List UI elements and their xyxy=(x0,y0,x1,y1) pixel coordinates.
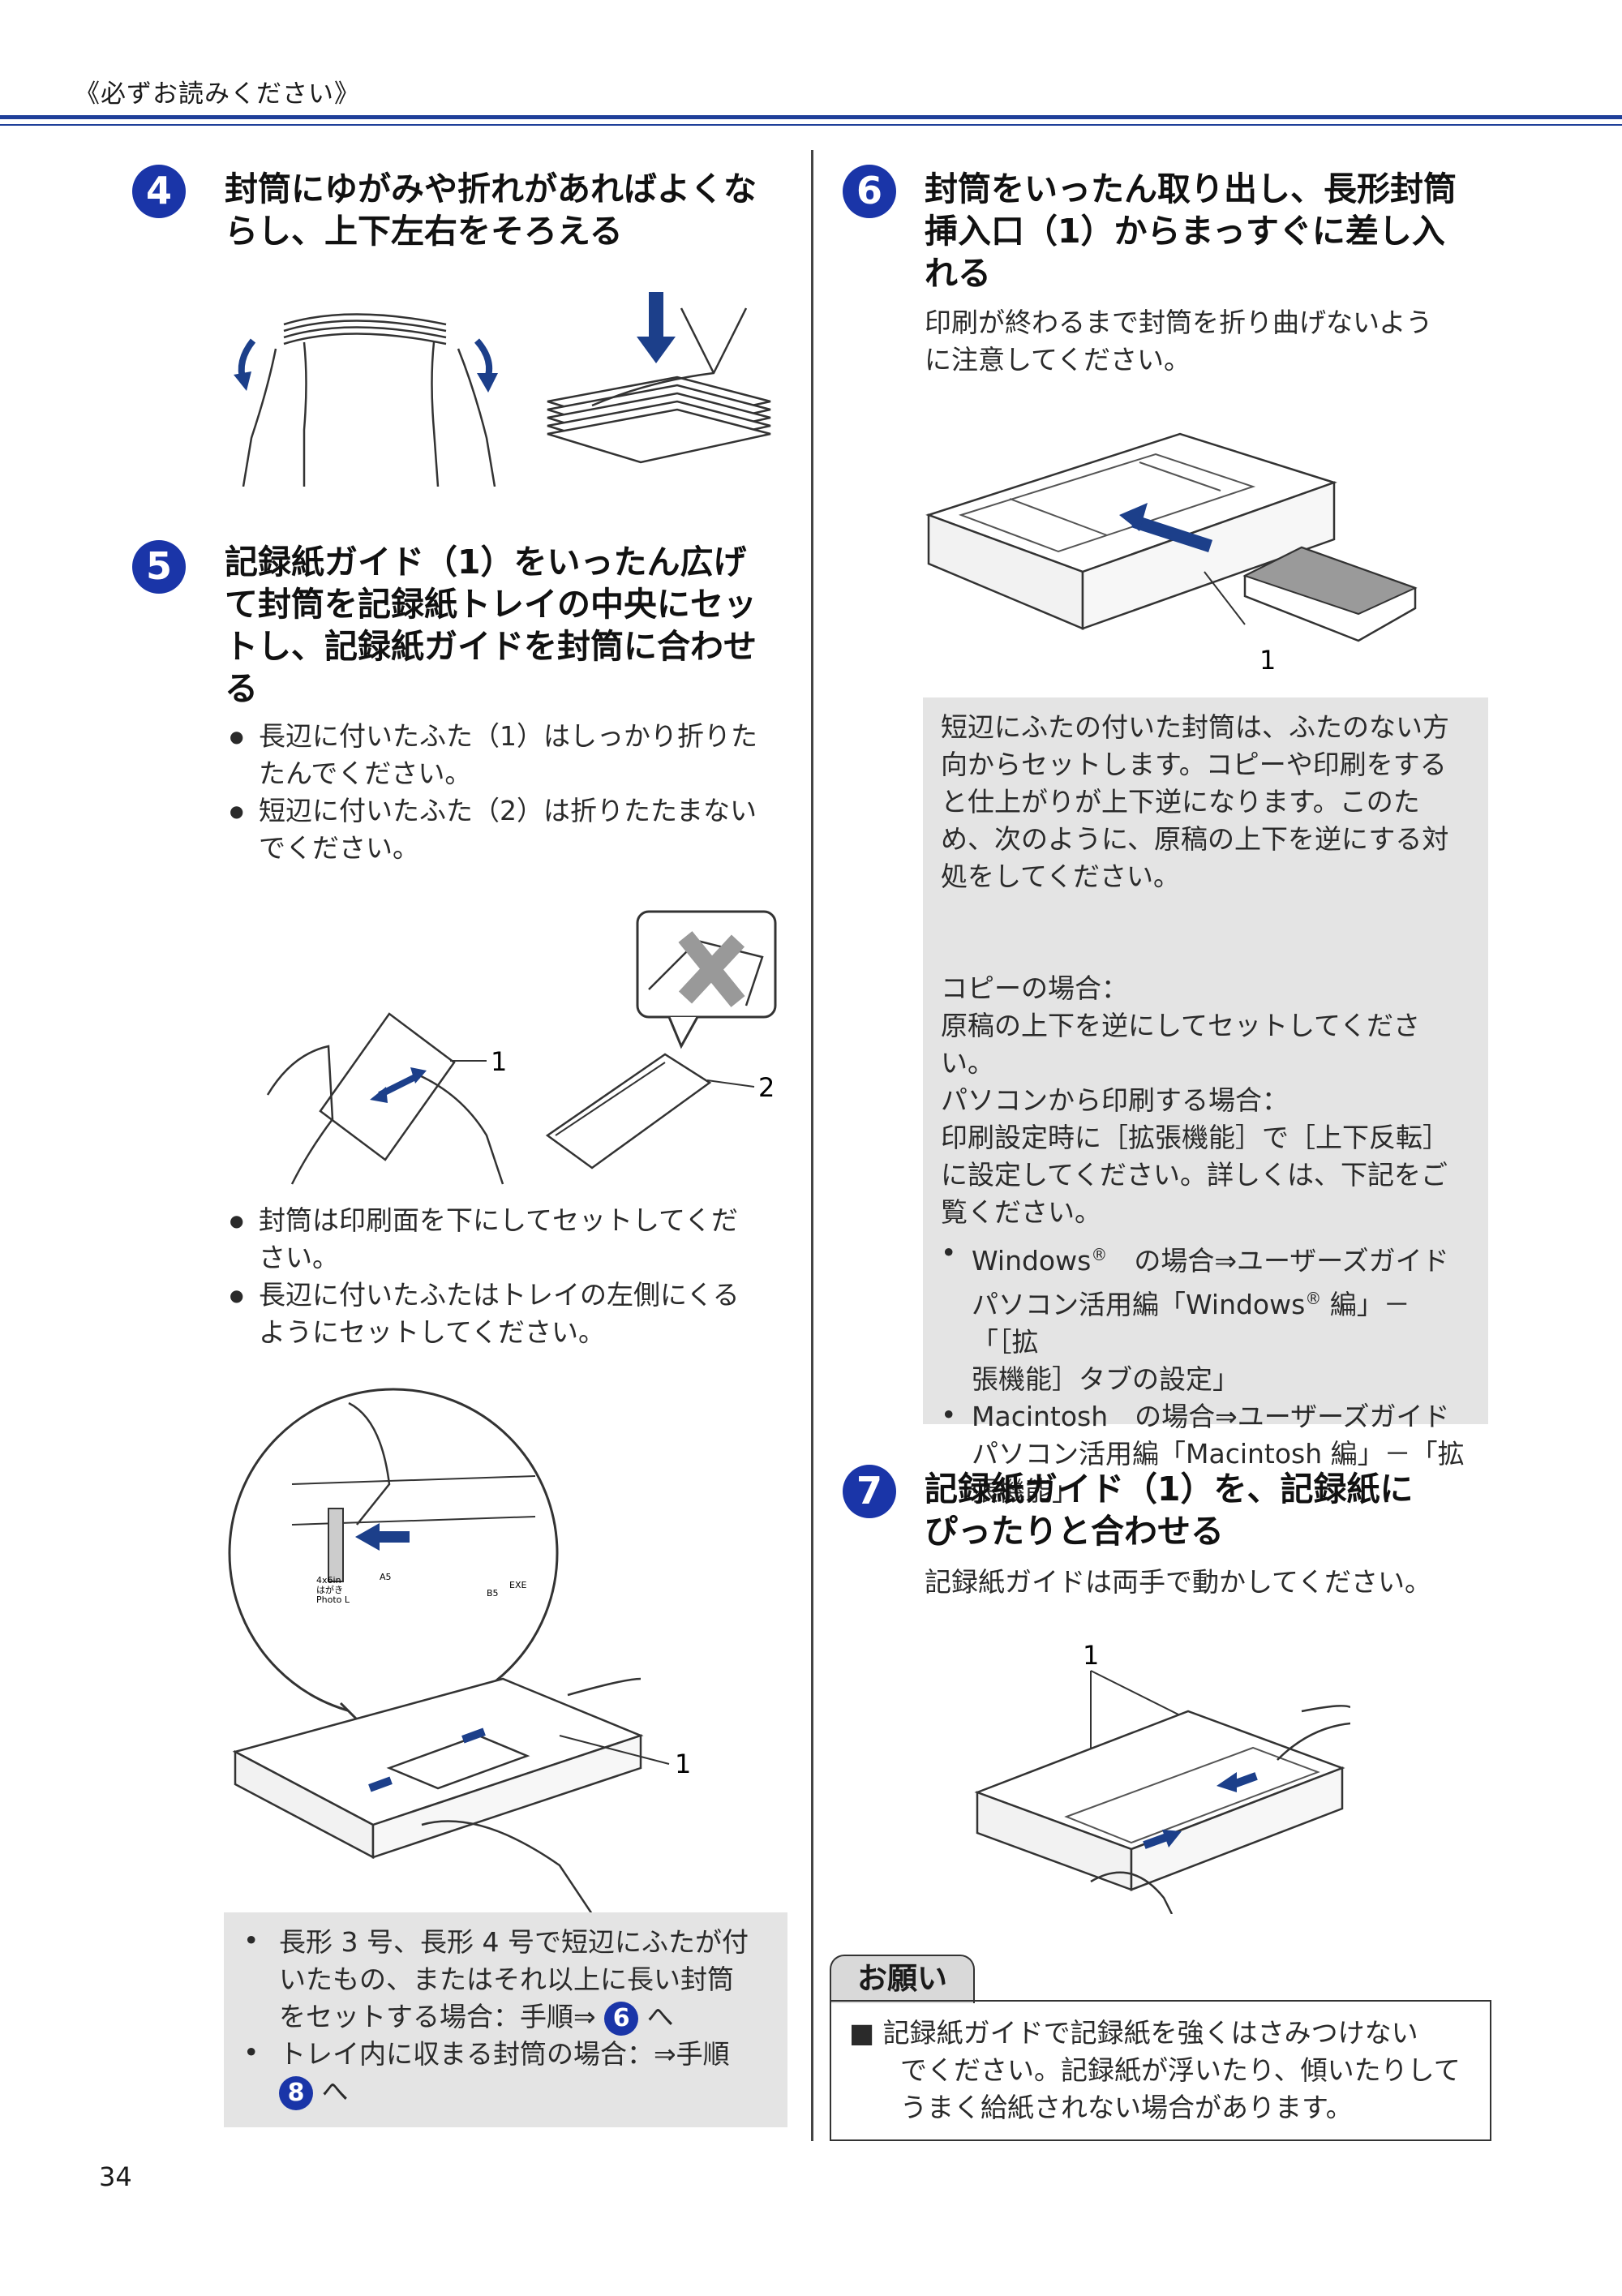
step-5-title: 記録紙ガイド（1）をいったん広げ て封筒を記録紙トレイの中央にセッ トし、記録紙… xyxy=(225,543,757,708)
envelope-flap-illustration: 1 2 xyxy=(266,910,777,1185)
list-item: 長辺に付いたふたはトレイの左側にくる ようにセットしてください。 xyxy=(230,1277,797,1351)
list-item: 長辺に付いたふた（1）はしっかり折りた たんでください。 xyxy=(230,718,797,792)
header-rule xyxy=(0,115,1622,119)
tray-label-photo: Photo L xyxy=(316,1594,350,1605)
column-divider xyxy=(811,150,813,2141)
header-title: 《必ずお読みください》 xyxy=(75,79,360,109)
step-7-badge: 7 xyxy=(843,1465,896,1518)
request-tab: お願い xyxy=(830,1955,975,2003)
tray-guide-illustration: 4x6in はがき Photo L A5 B5 EXE 1 xyxy=(228,1388,691,1914)
list-item: 長形 3 号、長形 4 号で短辺にふたが付 いたもの、またはそれ以上に長い封筒 … xyxy=(243,1922,768,2036)
step-7-body: 記録紙ガイドは両手で動かしてください。 xyxy=(925,1566,1432,1598)
callout-2: 2 xyxy=(758,1072,775,1103)
callout-1: 1 xyxy=(491,1046,507,1077)
step-ref-8[interactable]: 8 xyxy=(279,2075,313,2110)
straighten-envelopes-illustration xyxy=(234,292,771,487)
step-6-badge: 6 xyxy=(843,165,896,218)
tray-label-4x6: 4x6in xyxy=(316,1575,341,1586)
step-5-bullets-a: 長辺に付いたふた（1）はしっかり折りた たんでください。 短辺に付いたふた（2）… xyxy=(230,718,797,867)
step-4-title: 封筒にゆがみや折れがあればよくな らし、上下左右をそろえる xyxy=(225,170,757,251)
step-6-note: 短辺にふたの付いた封筒は、ふたのない方 向からセットします。コピーや印刷をする … xyxy=(923,697,1488,1507)
step-ref-6[interactable]: 6 xyxy=(604,2001,639,2036)
step-6-body: 印刷が終わるまで封筒を折り曲げないよう に注意してください。 xyxy=(925,307,1433,376)
callout-1-guides: 1 xyxy=(1083,1640,1099,1671)
envelope-slot-illustration: 1 xyxy=(925,432,1418,676)
tray-label-a5: A5 xyxy=(380,1572,392,1582)
list-item: Macintosh の場合⇒ユーザーズガイド パソコン活用編「Macintosh… xyxy=(941,1397,1470,1510)
step-7-title: 記録紙ガイド（1）を、記録紙に ぴったりと合わせる xyxy=(925,1470,1414,1551)
callout-1-slot: 1 xyxy=(1259,645,1276,676)
list-item: トレイ内に収まる封筒の場合：⇒手順 8 へ xyxy=(243,2034,768,2110)
paper-guide-illustration: 1 xyxy=(974,1640,1350,1914)
step-5-note: 長形 3 号、長形 4 号で短辺にふたが付 いたもの、またはそれ以上に長い封筒 … xyxy=(224,1912,787,2127)
tray-label-hagaki: はがき xyxy=(316,1584,343,1595)
tray-label-b5: B5 xyxy=(487,1588,499,1599)
page-number: 34 xyxy=(99,2161,132,2192)
step-5-bullets-b: 封筒は印刷面を下にしてセットしてくだ さい。 長辺に付いたふたはトレイの左側にく… xyxy=(230,1202,797,1351)
callout-1-tray: 1 xyxy=(675,1749,691,1779)
list-item: 短辺に付いたふた（2）は折りたたまない でください。 xyxy=(230,792,797,867)
list-item: Windows® の場合⇒ユーザーズガイド パソコン活用編「Windows® 編… xyxy=(941,1234,1470,1398)
step-6-title: 封筒をいったん取り出し、長形封筒 挿入口（1）からまっすぐに差し入 れる xyxy=(925,170,1457,293)
step-5-badge: 5 xyxy=(132,540,186,594)
request-box: ■ 記録紙ガイドで記録紙を強くはさみつけない でください。記録紙が浮いたり、傾い… xyxy=(830,2000,1491,2141)
list-item: 封筒は印刷面を下にしてセットしてくだ さい。 xyxy=(230,1202,797,1277)
header-rule-thin xyxy=(0,124,1622,126)
step-4-badge: 4 xyxy=(132,165,186,218)
tray-label-exe: EXE xyxy=(509,1580,526,1590)
